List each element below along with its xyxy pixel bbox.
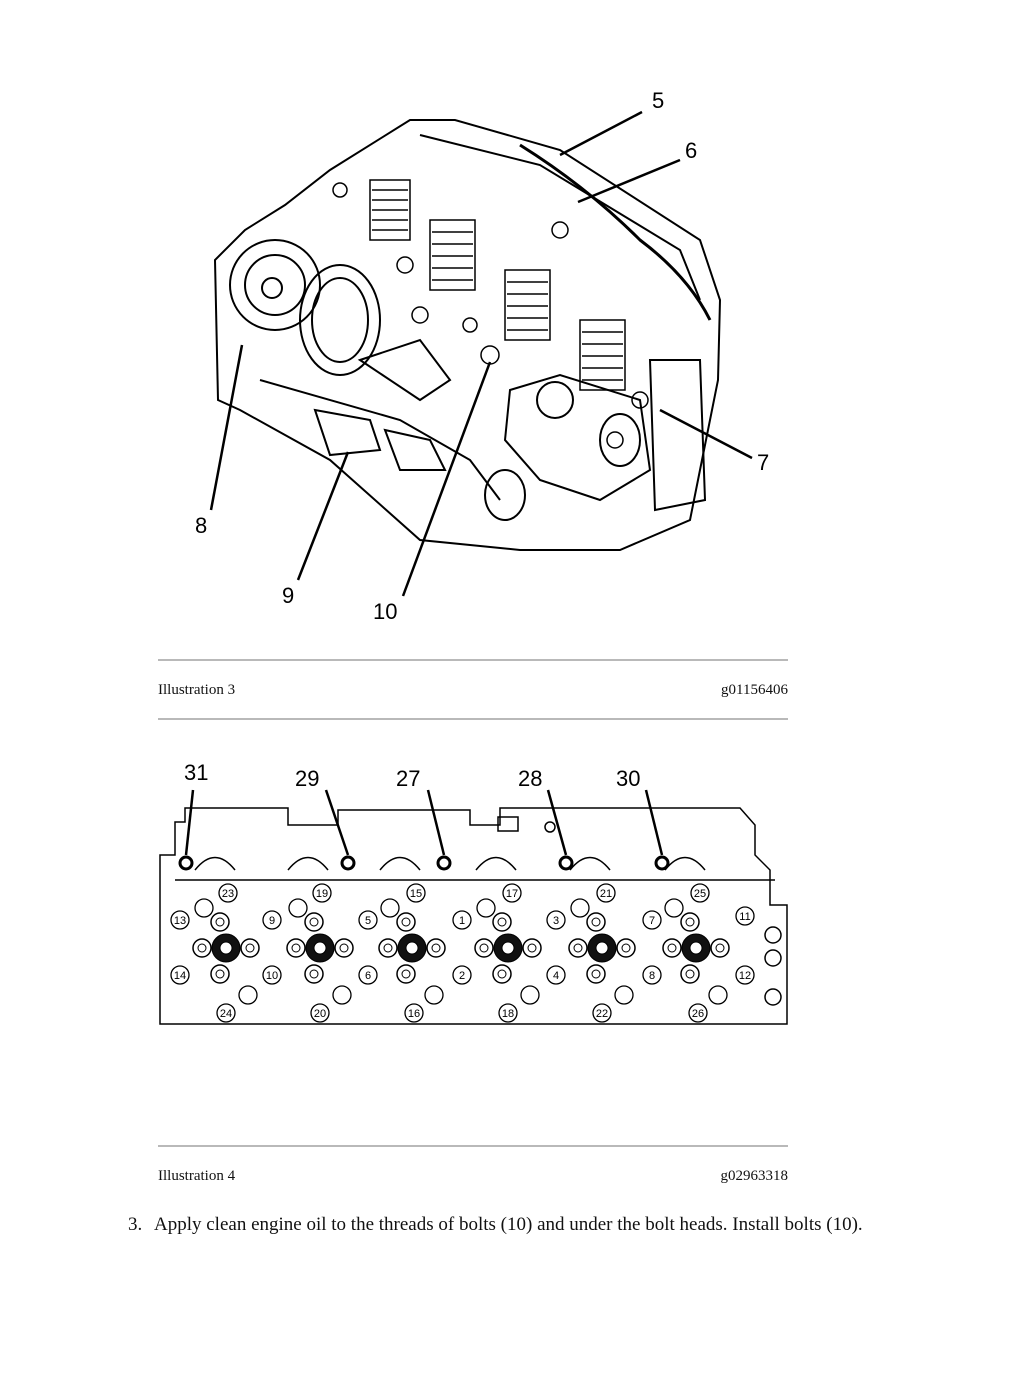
illustration-3-caption: Illustration 3 g01156406 bbox=[158, 682, 788, 699]
bolt-number-label: 8 bbox=[649, 970, 655, 982]
bolt-number-label: 17 bbox=[506, 888, 518, 900]
bolt-number-23: 23 bbox=[218, 883, 238, 903]
bolt-number-label: 10 bbox=[266, 970, 278, 982]
bolt-number-12: 12 bbox=[735, 965, 755, 985]
bolt-number-label: 15 bbox=[410, 888, 422, 900]
bolt-number-9: 9 bbox=[262, 910, 282, 930]
callout-9: 9 bbox=[282, 583, 295, 608]
bolt-number-label: 21 bbox=[600, 888, 612, 900]
divider bbox=[158, 659, 788, 661]
valve-cluster bbox=[662, 898, 730, 1005]
bolt-number-14: 14 bbox=[170, 965, 190, 985]
valve-cluster bbox=[378, 898, 446, 1005]
bolt-number-15: 15 bbox=[406, 883, 426, 903]
bolt-number-label: 16 bbox=[408, 1008, 420, 1020]
bolt-number-18: 18 bbox=[498, 1003, 518, 1023]
bolt-number-6: 6 bbox=[358, 965, 378, 985]
callout-30: 30 bbox=[616, 766, 641, 791]
bolt-number-label: 24 bbox=[220, 1008, 232, 1020]
caption-label: Illustration 3 bbox=[158, 682, 236, 698]
callout-7: 7 bbox=[757, 450, 770, 475]
bolt-number-17: 17 bbox=[502, 883, 522, 903]
bolt-number-4: 4 bbox=[546, 965, 566, 985]
illustration-4-caption: Illustration 4 g02963318 bbox=[158, 1168, 788, 1185]
caption-code: g02963318 bbox=[720, 1168, 789, 1184]
bolt-number-label: 9 bbox=[269, 915, 275, 927]
callout-27: 27 bbox=[396, 766, 421, 791]
bolt-number-label: 20 bbox=[314, 1008, 326, 1020]
plug bbox=[764, 926, 782, 944]
bolt-number-label: 11 bbox=[739, 911, 750, 923]
bolt-number-26: 26 bbox=[688, 1003, 708, 1023]
bolt-number-label: 12 bbox=[739, 970, 751, 982]
divider bbox=[158, 718, 788, 720]
bolt-number-19: 19 bbox=[312, 883, 332, 903]
step-number: 3. bbox=[128, 1214, 143, 1235]
callout-8: 8 bbox=[195, 513, 208, 538]
divider bbox=[158, 1145, 788, 1147]
plug bbox=[764, 988, 782, 1006]
caption-label: Illustration 4 bbox=[158, 1168, 236, 1184]
bolt-number-21: 21 bbox=[596, 883, 616, 903]
bolt-number-25: 25 bbox=[690, 883, 710, 903]
bolt-number-label: 22 bbox=[596, 1008, 608, 1020]
bolt-number-20: 20 bbox=[310, 1003, 330, 1023]
valve-cluster bbox=[568, 898, 636, 1005]
bolt-number-5: 5 bbox=[358, 910, 378, 930]
bolt-number-label: 19 bbox=[316, 888, 328, 900]
bolt-number-label: 6 bbox=[365, 970, 371, 982]
bolt-number-16: 16 bbox=[404, 1003, 424, 1023]
bolt-number-1: 1 bbox=[452, 910, 472, 930]
bolt-number-label: 23 bbox=[222, 888, 234, 900]
bolt-number-3: 3 bbox=[546, 910, 566, 930]
bolt-number-10: 10 bbox=[262, 965, 282, 985]
step-text: Apply clean engine oil to the threads of… bbox=[154, 1214, 863, 1235]
callout-10: 10 bbox=[373, 599, 398, 624]
caption-code: g01156406 bbox=[721, 682, 788, 698]
bolt-number-2: 2 bbox=[452, 965, 472, 985]
bolt-number-24: 24 bbox=[216, 1003, 236, 1023]
callout-31: 31 bbox=[184, 760, 209, 785]
callout-5: 5 bbox=[652, 88, 665, 113]
bolt-number-11: 11 bbox=[735, 906, 755, 926]
bolt-number-label: 26 bbox=[692, 1008, 704, 1020]
bolt-number-label: 25 bbox=[694, 888, 706, 900]
plug bbox=[764, 949, 782, 967]
callout-29: 29 bbox=[295, 766, 320, 791]
valve-clusters bbox=[192, 898, 782, 1006]
callout-6: 6 bbox=[685, 138, 698, 163]
bolt-number-label: 1 bbox=[459, 915, 465, 927]
bolt-number-label: 4 bbox=[553, 970, 559, 982]
bolt-number-label: 3 bbox=[553, 915, 559, 927]
bolt-number-label: 13 bbox=[174, 915, 186, 927]
bolt-number-label: 14 bbox=[174, 970, 186, 982]
bolt-number-22: 22 bbox=[592, 1003, 612, 1023]
illustration-3-engine-drawing bbox=[209, 110, 753, 597]
bolt-number-label: 7 bbox=[649, 915, 655, 927]
bolt-number-label: 2 bbox=[459, 970, 465, 982]
procedure-step: 3. Apply clean engine oil to the threads… bbox=[128, 1212, 888, 1238]
bolt-number-label: 5 bbox=[365, 915, 371, 927]
valve-cluster bbox=[286, 898, 354, 1005]
callout-28: 28 bbox=[518, 766, 543, 791]
bolt-number-7: 7 bbox=[642, 910, 662, 930]
valve-cluster bbox=[192, 898, 260, 1005]
bolt-number-label: 18 bbox=[502, 1008, 514, 1020]
bolt-number-13: 13 bbox=[170, 910, 190, 930]
valve-cluster bbox=[474, 898, 542, 1005]
bolt-number-8: 8 bbox=[642, 965, 662, 985]
